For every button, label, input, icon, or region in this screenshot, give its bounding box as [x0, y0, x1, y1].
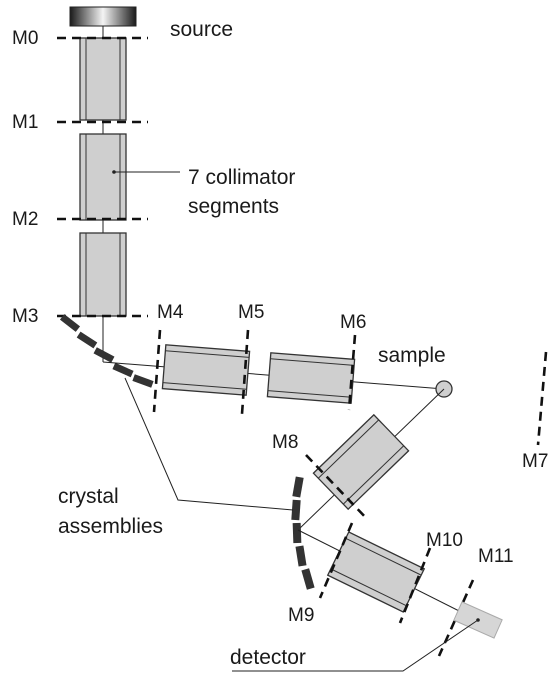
- collimator-segment-1: [79, 37, 127, 121]
- crystal-label-line2: assemblies: [58, 515, 163, 538]
- source-label: source: [170, 18, 233, 41]
- monitor-m2-label: M2: [12, 209, 38, 230]
- monitor-m9-line: [318, 522, 354, 599]
- monitor-m10-line: [398, 547, 432, 624]
- monitor-m6-line: [347, 334, 357, 411]
- collimator-segment-2: [79, 133, 127, 221]
- monitor-m1-label: M1: [12, 112, 38, 133]
- collimator-segment-4: [161, 344, 251, 396]
- collimator-label-line1: 7 collimator: [188, 166, 295, 189]
- monitor-m10-label: M10: [426, 530, 463, 551]
- monitor-m4-label: M4: [157, 302, 184, 323]
- detector-label: detector: [230, 646, 306, 669]
- crystal-pointer-line: [124, 377, 294, 511]
- monitor-m0-label: M0: [12, 28, 38, 49]
- crystal-assembly-1: [59, 314, 154, 388]
- crystal-label-line1: crystal: [58, 485, 119, 508]
- monitor-m4-line: [152, 329, 162, 413]
- monitor-m6-label: M6: [340, 312, 366, 333]
- monitor-m7-label: M7: [522, 451, 548, 472]
- detector-pointer-line: [232, 619, 479, 672]
- source-block: [69, 6, 137, 27]
- collimator-segment-6: [312, 413, 410, 511]
- monitor-m3-label: M3: [12, 306, 38, 327]
- collimator-segment-3: [79, 232, 127, 317]
- monitor-m7-line: [536, 351, 548, 446]
- collimator-segment-5: [266, 352, 356, 404]
- monitor-m8-label: M8: [272, 432, 298, 453]
- monitor-m11-label: M11: [478, 546, 514, 567]
- monitor-m9-label: M9: [288, 605, 314, 626]
- collimator-label-line2: segments: [188, 195, 279, 218]
- monitor-m5-label: M5: [238, 302, 264, 323]
- collimator-pointer-dot: [112, 170, 116, 174]
- sample-label: sample: [378, 344, 446, 367]
- crystal-assembly-2: [291, 476, 315, 590]
